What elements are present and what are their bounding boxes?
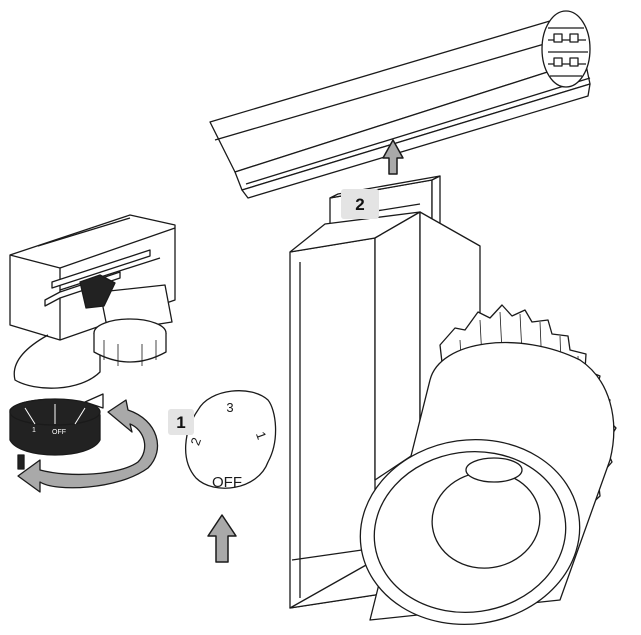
dial-position-1: 1 [253,429,270,441]
adapter-detail [9,214,176,389]
dial-position-off: OFF [212,474,242,491]
step-badge-1: 1 [168,409,194,435]
rail-end-profile [541,10,591,88]
svg-text:2: 2 [355,195,364,214]
svg-text:OFF: OFF [52,429,66,436]
locking-latch [79,274,116,309]
track-rail [209,10,591,199]
rotate-arrow-icon [17,399,159,493]
up-arrow-icon [382,139,404,175]
svg-text:1: 1 [32,427,36,434]
svg-text:1: 1 [176,413,185,432]
spotlight [289,175,617,626]
rotation-knob: 1 OFF [9,398,101,470]
up-arrow-icon [207,514,237,563]
pointer-icon [84,393,104,409]
dial-position-3: 3 [226,400,233,415]
dial-face [184,390,277,489]
dial-position-2: 2 [187,435,204,447]
step-badge-2: 2 [341,189,379,219]
